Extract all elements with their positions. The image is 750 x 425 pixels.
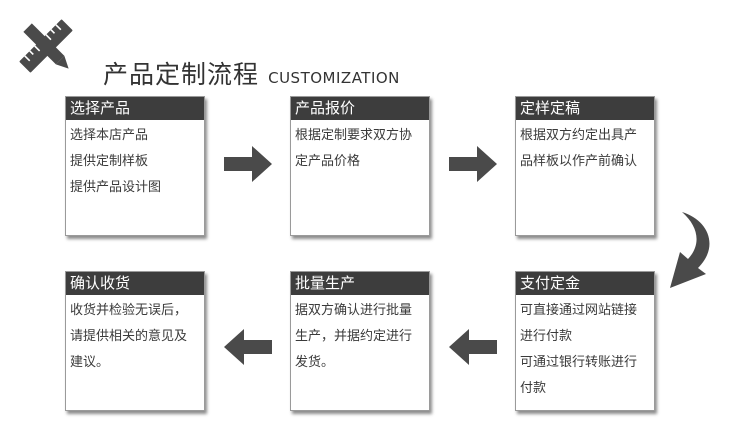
arrow-left-icon: [449, 329, 497, 365]
step-title: 支付定金: [516, 272, 654, 295]
step-line: 提供定制样板: [70, 154, 149, 169]
step-line: 根据双方约定出具产: [520, 128, 638, 143]
step-select-product: 选择产品 选择本店产品 提供定制样板 提供产品设计图: [65, 96, 205, 236]
step-line: 选择本店产品: [70, 128, 149, 143]
arrow-left-icon: [224, 329, 272, 365]
title-english: CUSTOMIZATION: [268, 69, 400, 87]
step-quotation: 产品报价 根据定制要求双方协 定产品价格: [290, 96, 430, 236]
step-line: 定产品价格: [295, 154, 361, 169]
arrow-right-icon: [449, 146, 497, 182]
step-line: 可直接通过网站链接: [520, 303, 638, 318]
step-mass-production: 批量生产 据双方确认进行批量 生产，并据约定进行 发货。: [290, 271, 430, 411]
title-chinese: 产品定制流程: [103, 60, 260, 89]
step-line: 收货并检验无误后，: [70, 303, 188, 318]
step-confirm-receipt: 确认收货 收货并检验无误后， 请提供相关的意见及 建议。: [65, 271, 205, 411]
step-line: 进行付款: [520, 329, 573, 344]
step-title: 选择产品: [66, 97, 204, 120]
step-sample-finalize: 定样定稿 根据双方约定出具产 品样板以作产前确认: [515, 96, 655, 236]
step-line: 可通过银行转账进行: [520, 355, 638, 370]
curved-arrow-down-icon: [670, 212, 710, 288]
step-line: 发货。: [295, 355, 335, 370]
step-title: 定样定稿: [516, 97, 654, 120]
step-line: 付款: [520, 381, 547, 396]
step-pay-deposit: 支付定金 可直接通过网站链接 进行付款 可通过银行转账进行 付款: [515, 271, 655, 411]
arrow-right-icon: [224, 146, 272, 182]
step-title: 确认收货: [66, 272, 204, 295]
pen-ruler-icon: [19, 19, 73, 73]
step-line: 提供产品设计图: [70, 180, 162, 195]
step-line: 生产，并据约定进行: [295, 329, 413, 344]
step-line: 请提供相关的意见及: [70, 329, 188, 344]
step-line: 据双方确认进行批量: [295, 303, 413, 318]
step-line: 建议。: [70, 355, 110, 370]
page-title: 产品定制流程 CUSTOMIZATION: [103, 55, 400, 91]
step-line: 品样板以作产前确认: [520, 154, 638, 169]
step-title: 产品报价: [291, 97, 429, 120]
step-line: 根据定制要求双方协: [295, 128, 413, 143]
step-title: 批量生产: [291, 272, 429, 295]
